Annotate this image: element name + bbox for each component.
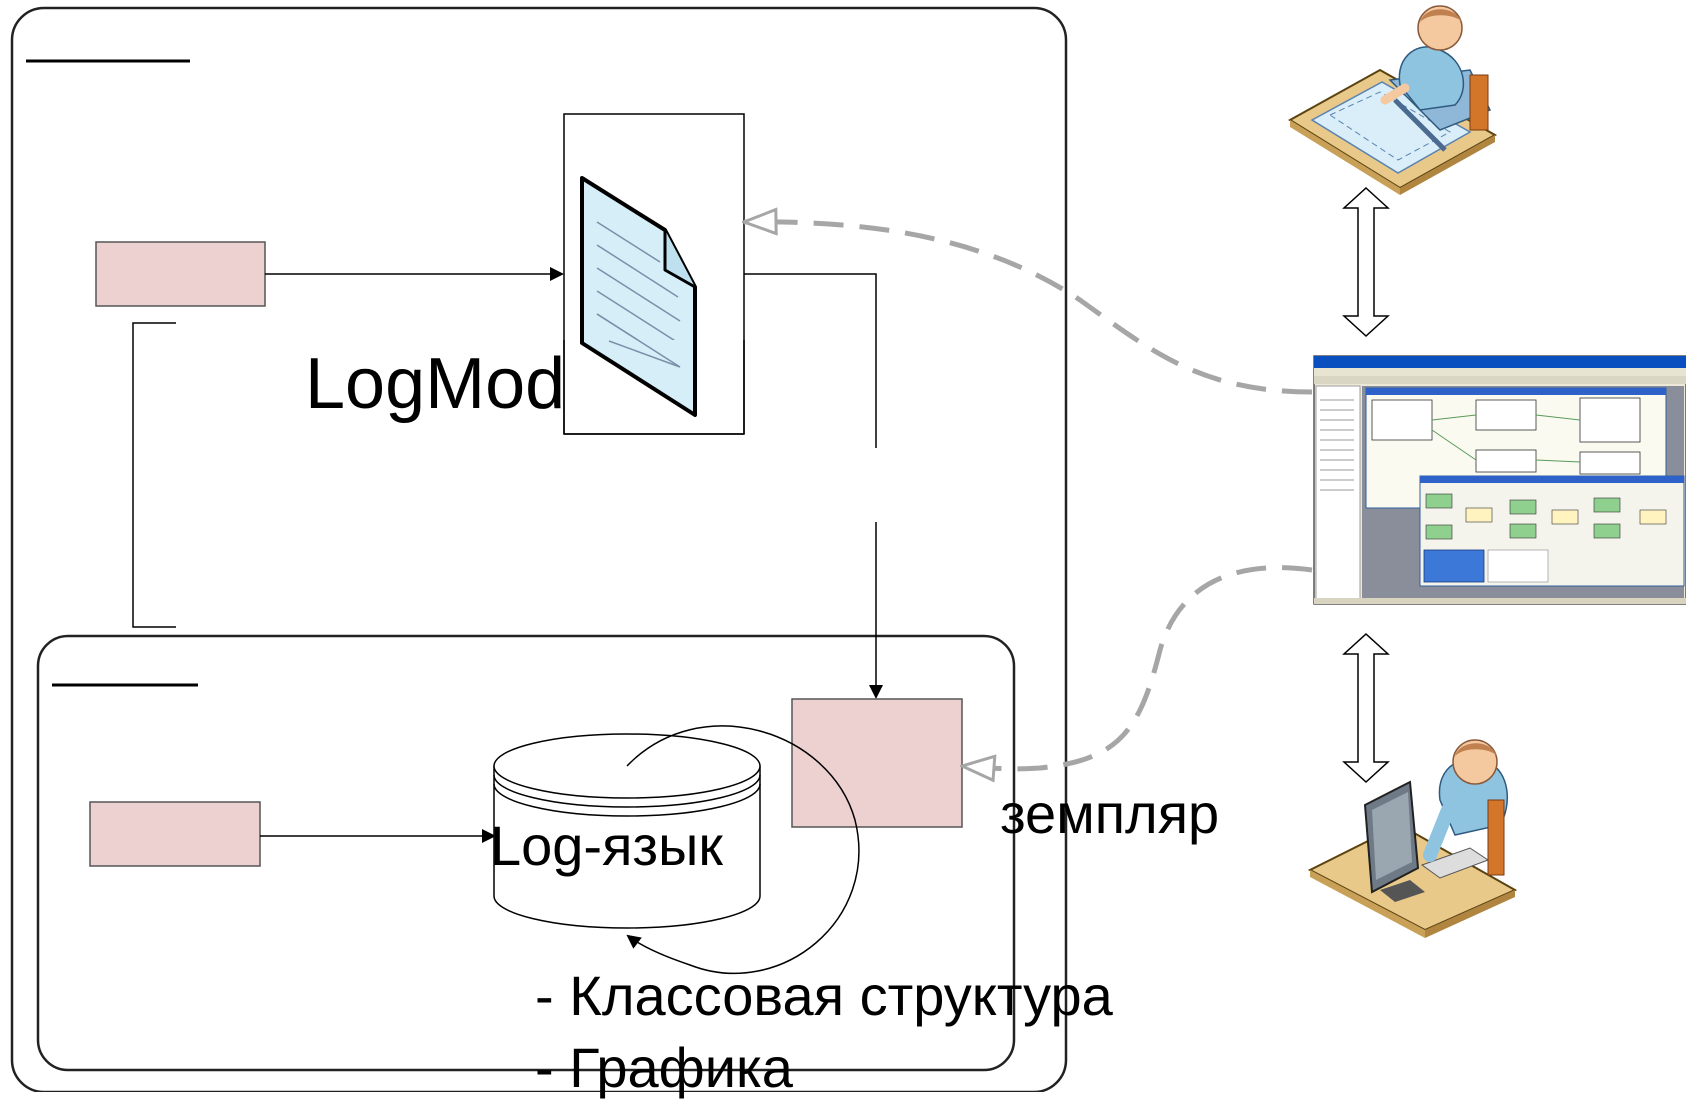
person-drawing-at-desk-icon: [1288, 5, 1498, 195]
instance-label: земпляр: [1000, 782, 1220, 845]
pink-box-top: [95, 241, 266, 307]
dashed-connector-app-to-document: [744, 222, 1313, 395]
pink-box-instance: [791, 698, 963, 828]
bullet-graphics: - Графика: [535, 1036, 793, 1099]
log-language-label: Log-язык: [490, 814, 723, 877]
application-screenshot-icon: [1313, 355, 1686, 605]
person-at-computer-icon: [1307, 739, 1518, 938]
bracket-connector: [132, 322, 176, 628]
double-arrow-top: [1342, 186, 1390, 338]
outer-frame: [10, 6, 1068, 1092]
logmodel-label: LogMod: [305, 344, 566, 424]
loop-arrow: [626, 725, 860, 975]
double-arrow-bottom: [1342, 632, 1390, 784]
bullet-class-structure: - Классовая структура: [535, 964, 1113, 1027]
dashed-connector-app-to-instance: [962, 565, 1313, 769]
arrow-document-to-instance-upper: [744, 273, 877, 448]
inner-frame: [36, 634, 1016, 1072]
pink-box-bottom-left: [89, 801, 261, 867]
